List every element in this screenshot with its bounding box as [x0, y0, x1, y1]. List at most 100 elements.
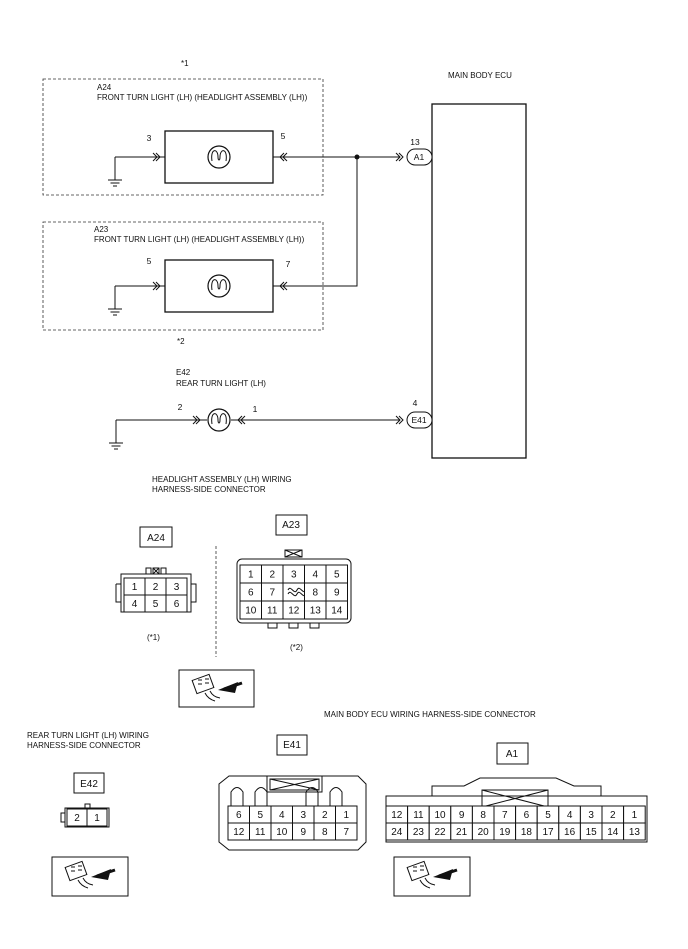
a24-pin-left: 3 [147, 133, 152, 143]
a1-pin-number: 11 [413, 810, 424, 821]
a23-pin-number: 11 [267, 606, 278, 617]
e42-code: E42 [176, 368, 191, 377]
a23-note: (*2) [290, 643, 303, 652]
e41-pin-number: 12 [233, 827, 245, 838]
a23-pin-number: 5 [334, 570, 340, 581]
a1-pin-number: 10 [434, 810, 446, 821]
a23-pin-number: 4 [312, 570, 318, 581]
a1-pin-number: 14 [607, 827, 619, 838]
e41-pin-number: 4 [279, 810, 285, 821]
probe-icon-rear [51, 856, 129, 897]
rear-connector-title-2: HARNESS-SIDE CONNECTOR [27, 741, 141, 750]
a23-title: FRONT TURN LIGHT (LH) (HEADLIGHT ASSEMBL… [94, 235, 305, 244]
a1-pin-number: 2 [610, 810, 616, 821]
e41-connector-label: E41 [283, 740, 301, 751]
e41-pin-number: 11 [255, 827, 266, 838]
a1-pin-number: 18 [521, 827, 533, 838]
ecu-box [431, 103, 527, 459]
a24-bulb-icon [207, 145, 231, 169]
a23-pin-left: 5 [147, 256, 152, 266]
a23-pin-number: 14 [331, 606, 343, 617]
a24-pin-number: 1 [132, 582, 138, 593]
headlight-connector-title-1: HEADLIGHT ASSEMBLY (LH) WIRING [152, 475, 292, 484]
a1-pin-number: 4 [567, 810, 573, 821]
ecu-pin-13: 13 [410, 137, 420, 147]
a1-pin-number: 1 [632, 810, 638, 821]
a1-connector-label: A1 [506, 749, 519, 760]
note-2: *2 [177, 337, 185, 346]
a23-pin-number: 7 [269, 588, 275, 599]
e41-pin-number: 7 [343, 827, 349, 838]
e42-title: REAR TURN LIGHT (LH) [176, 379, 266, 388]
a23-connector-label-box [275, 514, 308, 536]
a23-pin-number: 13 [310, 606, 322, 617]
a23-pin-number: 8 [312, 588, 318, 599]
a1-pin-number: 19 [499, 827, 511, 838]
ecu-a1-label: A1 [414, 152, 425, 162]
e42-pin-number: 2 [74, 813, 80, 824]
a24-cell [165, 594, 188, 613]
ecu-e41-label: E41 [411, 415, 426, 425]
e42-bulb-icon [207, 408, 231, 432]
a1-pin-number: 3 [588, 810, 594, 821]
a23-pin-number: 9 [334, 588, 340, 599]
a24-connector-label: A24 [147, 533, 165, 544]
e42-pin-number: 1 [94, 813, 100, 824]
ecu-label: MAIN BODY ECU [448, 71, 512, 80]
e42-ground-icon [108, 436, 124, 450]
a1-pin-number: 8 [480, 810, 486, 821]
a24-connector [115, 567, 197, 613]
a23-pin-number: 12 [288, 606, 300, 617]
a23-pin-right: 7 [286, 259, 291, 269]
e41-pin-number: 8 [322, 827, 328, 838]
e41-connector [218, 775, 367, 851]
a24-pin-number: 2 [153, 582, 159, 593]
e42-connector-label: E42 [80, 779, 98, 790]
a24-pin-number: 6 [174, 599, 180, 610]
a24-note: (*1) [147, 633, 160, 642]
e42-connector-label-box [73, 772, 105, 794]
a1-pin-number: 17 [542, 827, 554, 838]
e41-pin-number: 1 [343, 810, 349, 821]
e41-pin-number: 6 [236, 810, 242, 821]
a1-pin-number: 13 [629, 827, 641, 838]
a24-ground-icon [107, 173, 123, 187]
a23-pin-number: 10 [245, 606, 257, 617]
a1-pin-number: 5 [545, 810, 551, 821]
e41-pin-number: 10 [276, 827, 288, 838]
a23-pin-number: 3 [291, 570, 297, 581]
a1-pin-number: 20 [478, 827, 490, 838]
rear-connector-title-1: REAR TURN LIGHT (LH) WIRING [27, 731, 149, 740]
a24-region [42, 78, 324, 196]
e42-connector [60, 803, 110, 828]
a1-pin-number: 24 [391, 827, 403, 838]
a24-pin-number: 4 [132, 599, 138, 610]
e41-connector-label-box [276, 734, 308, 756]
a1-connector-label-box [496, 742, 529, 765]
a23-connector-label: A23 [282, 520, 300, 531]
ecu-a1-connector [406, 148, 433, 166]
a23-connector [236, 549, 352, 629]
a1-pin-number: 15 [586, 827, 598, 838]
probe-icon-headlight [178, 669, 255, 708]
e41-pin-number: 3 [300, 810, 306, 821]
a24-title: FRONT TURN LIGHT (LH) (HEADLIGHT ASSEMBL… [97, 93, 308, 102]
a1-pin-number: 9 [459, 810, 465, 821]
a24-pin-right: 5 [281, 131, 286, 141]
e41-cell [335, 822, 358, 841]
a1-pin-number: 12 [391, 810, 403, 821]
e42-pin-left: 2 [178, 402, 183, 412]
a24-code: A24 [97, 83, 112, 92]
a23-code: A23 [94, 225, 109, 234]
a1-cell [623, 822, 646, 841]
a23-bulb-icon [207, 274, 231, 298]
a1-pin-number: 21 [456, 827, 468, 838]
a24-pin-number: 5 [153, 599, 159, 610]
a1-pin-number: 7 [502, 810, 508, 821]
ecu-e41-connector [406, 411, 433, 429]
